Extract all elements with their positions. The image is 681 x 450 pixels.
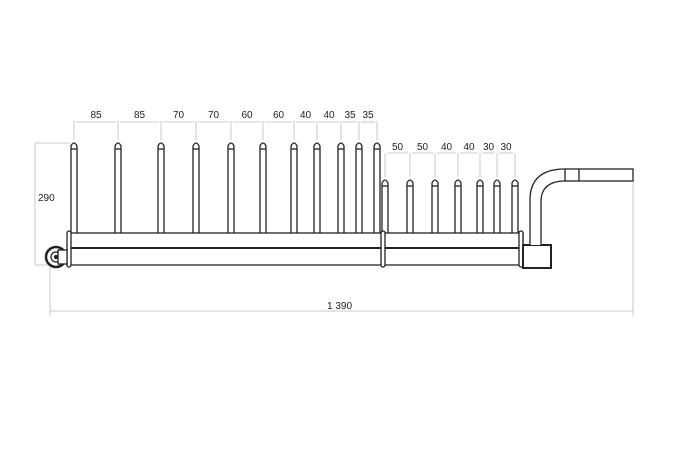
upper-spacing-label: 85 bbox=[90, 110, 102, 121]
handle-tube bbox=[529, 168, 566, 245]
upper-spacing-label: 85 bbox=[134, 110, 146, 121]
wheel-axle bbox=[53, 254, 59, 260]
lower-spacing-label: 50 bbox=[392, 142, 404, 153]
upper-spacing-label: 70 bbox=[173, 110, 185, 121]
end-cap-left bbox=[66, 230, 72, 268]
short-pin bbox=[381, 179, 389, 233]
short-pin bbox=[406, 179, 414, 233]
short-pin bbox=[476, 179, 484, 233]
length-dimension-label: 1 390 bbox=[327, 301, 352, 312]
lower-spacing-label: 40 bbox=[441, 142, 453, 153]
tall-pin bbox=[227, 142, 235, 233]
short-pin bbox=[511, 179, 519, 233]
height-dimension-label: 290 bbox=[38, 193, 55, 204]
tall-pin bbox=[290, 142, 298, 233]
tall-pin bbox=[337, 142, 345, 233]
upper-spacing-label: 35 bbox=[344, 110, 356, 121]
upper-spacing-label: 40 bbox=[300, 110, 312, 121]
length-dimension-line bbox=[49, 182, 634, 316]
tall-pin bbox=[157, 142, 165, 233]
wheel-bracket bbox=[57, 249, 68, 265]
upper-spacing-label: 60 bbox=[273, 110, 285, 121]
short-pin bbox=[454, 179, 462, 233]
upper-spacing-label: 60 bbox=[241, 110, 253, 121]
lower-spacing-label: 30 bbox=[500, 142, 512, 153]
upper-spacing-label: 35 bbox=[362, 110, 374, 121]
lower-spacing-label: 30 bbox=[483, 142, 495, 153]
lower-spacing-label: 50 bbox=[417, 142, 429, 153]
tall-pin bbox=[355, 142, 363, 233]
tall-pin bbox=[114, 142, 122, 233]
tall-pin bbox=[373, 142, 381, 233]
upper-spacing-label: 40 bbox=[323, 110, 335, 121]
bar-joint bbox=[380, 230, 386, 268]
height-dimension-line bbox=[34, 142, 70, 266]
tall-pin bbox=[70, 142, 78, 233]
tall-pin bbox=[313, 142, 321, 233]
short-pin bbox=[493, 179, 501, 233]
short-pin bbox=[431, 179, 439, 233]
handle-grip bbox=[578, 168, 634, 182]
lower-spacing-label: 40 bbox=[463, 142, 475, 153]
handle-socket bbox=[522, 244, 552, 269]
tall-pin bbox=[192, 142, 200, 233]
upper-spacing-label: 70 bbox=[208, 110, 220, 121]
tall-pin bbox=[259, 142, 267, 233]
